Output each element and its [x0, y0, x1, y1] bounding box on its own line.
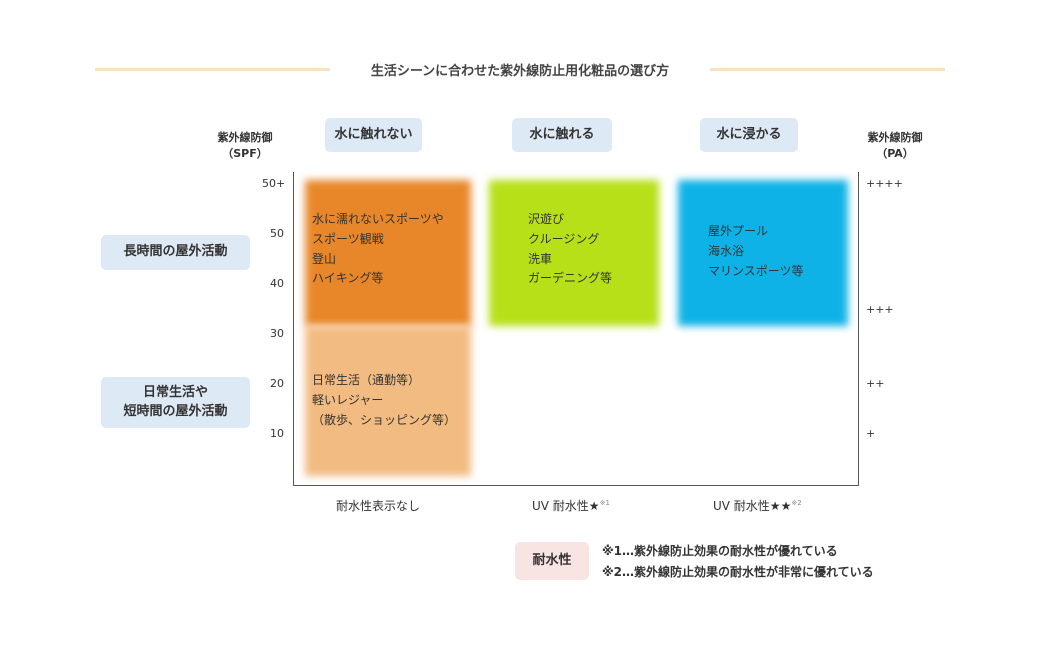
block-no-water-high	[305, 180, 471, 326]
block-no-water-low	[305, 326, 471, 476]
cell-text-no-water-high: 水に濡れないスポーツや スポーツ観戦 登山 ハイキング等	[312, 212, 444, 286]
water-resistance-none: 耐水性表示なし	[336, 499, 421, 513]
pa-tick: ++++	[866, 177, 903, 190]
column-header-immersed: 水に浸かる	[700, 118, 798, 152]
cell-text-no-water-low: 日常生活（通勤等） 軽いレジャー （散歩、ショッピング等）	[312, 373, 457, 427]
row-label-daily: 日常生活や 短時間の屋外活動	[101, 377, 250, 428]
block-touch-water	[489, 180, 659, 326]
spf-tick: 30	[270, 327, 284, 340]
title-rule-left	[95, 68, 330, 71]
pa-axis	[858, 172, 859, 486]
row-label-long-outdoor: 長時間の屋外活動	[101, 235, 250, 270]
legend-notes: ※1…紫外線防止効果の耐水性が優れている※2…紫外線防止効果の耐水性が非常に優れ…	[602, 544, 874, 579]
water-resistance-two-star: UV 耐水性★★※2	[713, 499, 802, 513]
spf-axis-label: 紫外線防御（SPF）	[217, 131, 273, 160]
spf-axis	[293, 172, 294, 486]
column-header-touch-water: 水に触れる	[512, 118, 612, 152]
spf-tick: 40	[270, 277, 284, 290]
cell-text-immersed: 屋外プール 海水浴 マリンスポーツ等	[708, 224, 804, 278]
x-axis	[293, 485, 859, 486]
cell-text-touch-water: 沢遊び クルージング 洗車 ガーデニング等	[528, 212, 613, 286]
water-resistance-one-star: UV 耐水性★※1	[532, 499, 610, 513]
spf-tick: 50+	[262, 177, 286, 190]
pa-tick: +	[866, 427, 876, 440]
legend-badge: 耐水性	[515, 542, 589, 580]
diagram-title: 生活シーンに合わせた紫外線防止用化粧品の選び方	[370, 64, 670, 79]
spf-tick: 50	[270, 227, 284, 240]
block-immersed	[678, 180, 848, 326]
pa-axis-label: 紫外線防御（PA）	[867, 131, 923, 160]
pa-tick: ++	[866, 377, 885, 390]
title-rule-right	[710, 68, 945, 71]
pa-tick: +++	[866, 303, 894, 316]
spf-tick: 20	[270, 377, 284, 390]
spf-tick: 10	[270, 427, 284, 440]
column-header-no-water: 水に触れない	[325, 118, 422, 152]
